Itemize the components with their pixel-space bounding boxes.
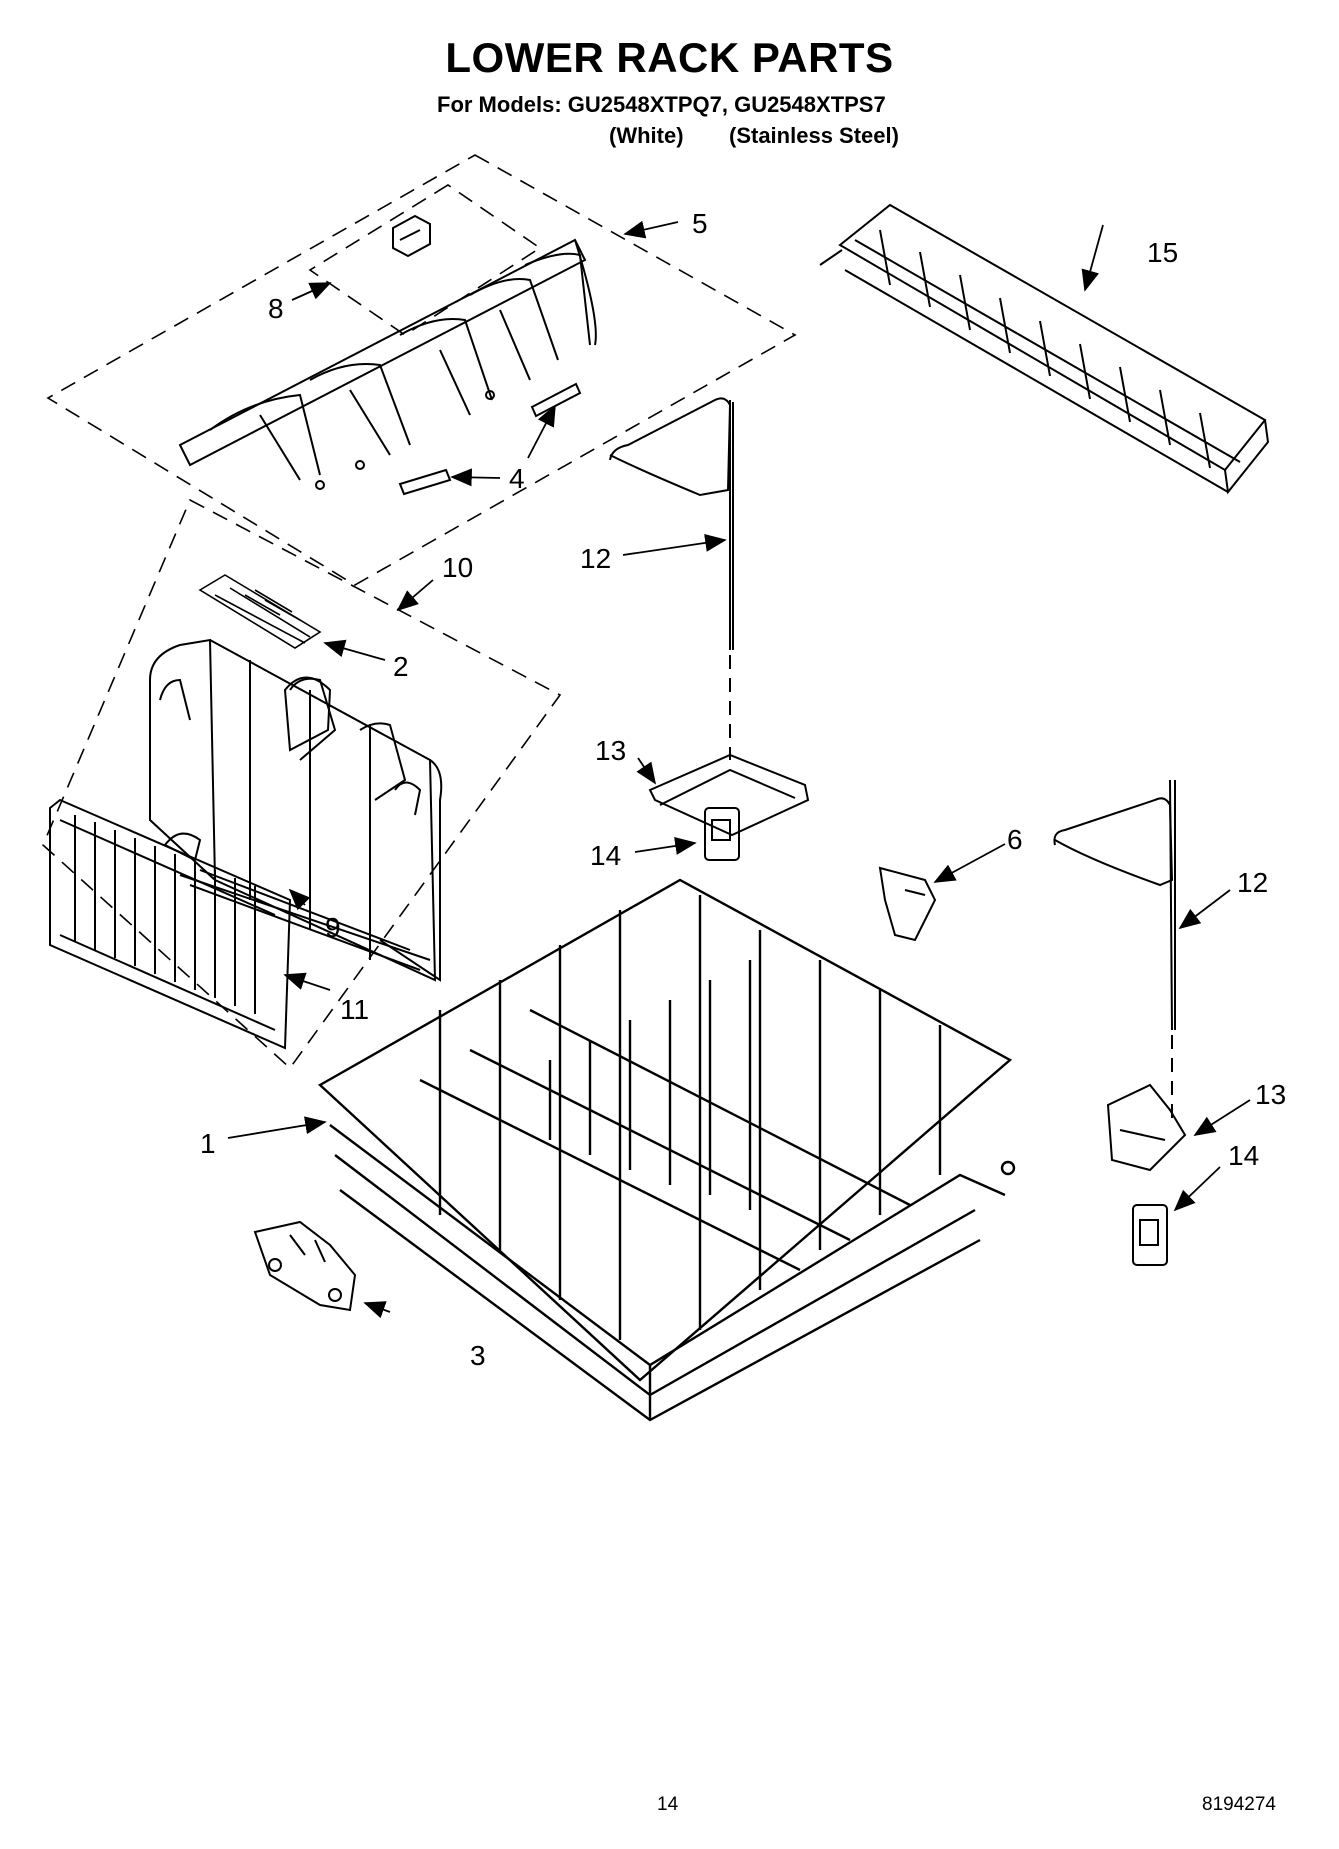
- callout-13-upper: 13: [595, 735, 626, 766]
- rack-roller: [253, 1220, 357, 1312]
- holder-clip-upper: [704, 807, 740, 861]
- callout-4: 4: [509, 463, 525, 494]
- model-note-white: (White): [609, 123, 684, 148]
- callout-15: 15: [1147, 237, 1178, 268]
- page-number: 14: [657, 1794, 679, 1815]
- callout-8: 8: [268, 293, 284, 324]
- callout-3: 3: [470, 1340, 486, 1371]
- callout-13-lower: 13: [1255, 1079, 1286, 1110]
- page-title: LOWER RACK PARTS: [445, 34, 894, 81]
- callout-12-upper: 12: [580, 543, 611, 574]
- basket-holder-upper: [609, 397, 734, 760]
- callout-numbers: 5 8 4 10 2 9 11 12 13 14 15 6 12 13 14 1…: [200, 208, 1286, 1371]
- callout-leader-lines: [227, 220, 1251, 1319]
- callout-12-lower: 12: [1237, 867, 1268, 898]
- callout-1: 1: [200, 1128, 216, 1159]
- wire-tine-row: [178, 238, 597, 490]
- callout-2: 2: [393, 651, 409, 682]
- model-list: For Models: GU2548XTPQ7, GU2548XTPS7: [437, 92, 886, 117]
- basket-holder-lower: [1053, 779, 1176, 1120]
- holder-bracket-lower: [1106, 1083, 1187, 1172]
- callout-5: 5: [692, 208, 708, 239]
- callout-14-lower: 14: [1228, 1140, 1259, 1171]
- model-note-stainless: (Stainless Steel): [729, 123, 899, 148]
- rack-roller-clip: [878, 866, 937, 942]
- callout-9: 9: [325, 912, 341, 943]
- document-number: 8194274: [1202, 1794, 1276, 1815]
- silverware-basket: [149, 638, 443, 982]
- callout-10: 10: [442, 552, 473, 583]
- callout-14-upper: 14: [590, 840, 621, 871]
- callout-11: 11: [340, 994, 369, 1025]
- holder-bracket-upper: [648, 753, 810, 837]
- silverware-basket-assembly-outline: [42, 154, 797, 1070]
- holder-clip-lower: [1132, 1204, 1168, 1266]
- pivot-pins: [398, 382, 582, 496]
- basket-lid-grid: [198, 574, 322, 649]
- wire-basket: [819, 203, 1270, 495]
- tine-clip: [392, 214, 431, 258]
- lower-rack: [317, 878, 1016, 1422]
- callout-6: 6: [1007, 824, 1023, 855]
